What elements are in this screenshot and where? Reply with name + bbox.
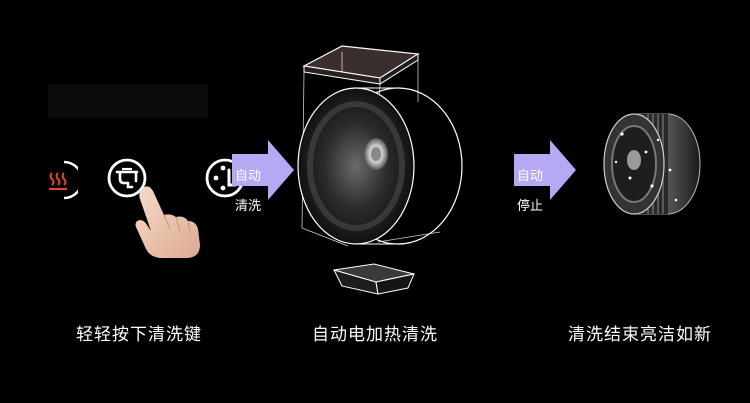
arrow-label-auto-clean: 自动 清洗 (235, 154, 261, 229)
step-caption-press-clean: 轻轻按下清洗键 (76, 325, 202, 345)
finger-hand-image (135, 186, 200, 258)
arrow-right-icon (514, 140, 576, 200)
arrow-label-line: 自动 (235, 169, 262, 184)
heat-icon (49, 160, 78, 200)
step-caption-clean-result: 清洗结束亮洁如新 (568, 325, 712, 345)
clean-fan-wheel-image (603, 113, 701, 215)
arrow-label-auto-stop: 自动 停止 (517, 154, 543, 229)
arrow-right-icon (232, 140, 294, 200)
arrow-label-line: 停止 (517, 199, 544, 214)
clean-icon[interactable] (106, 157, 148, 199)
step-caption-auto-heat-clean: 自动电加热清洗 (312, 325, 438, 345)
dark-panel (48, 84, 208, 118)
arrow-label-line: 自动 (517, 169, 544, 184)
arrow-label-line: 清洗 (235, 199, 262, 214)
fan-wheel-housing-image (297, 45, 463, 295)
